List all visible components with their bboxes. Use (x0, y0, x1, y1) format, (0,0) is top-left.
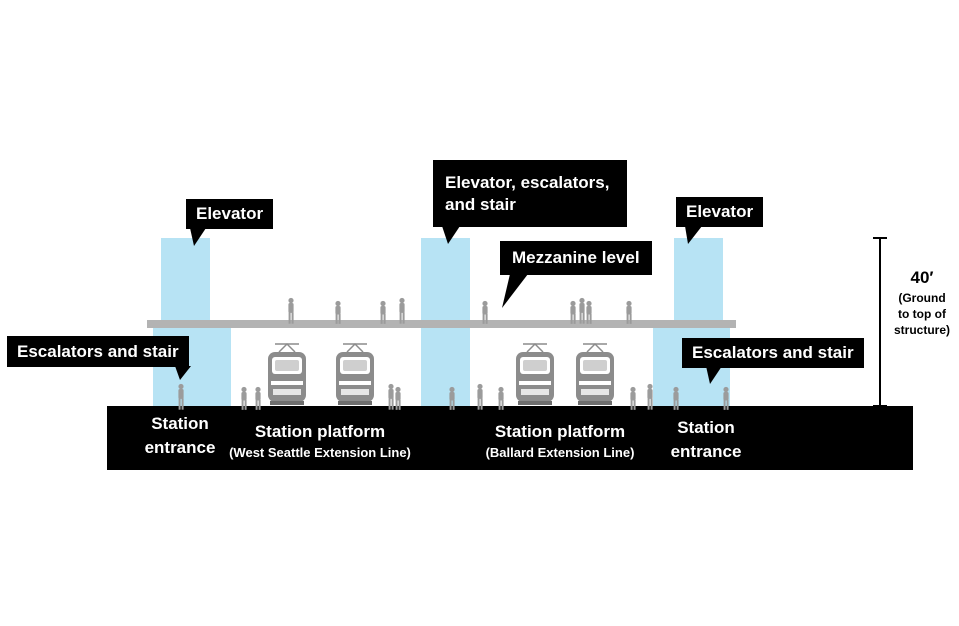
ground-base (107, 406, 913, 470)
person-figure-icon (723, 386, 729, 410)
entrance-right-line2: entrance (670, 442, 742, 461)
people-group (178, 297, 729, 410)
callout-elevator-center-line2: and stair (445, 194, 516, 214)
callout-escalators-right: Escalators and stair (682, 338, 864, 368)
pointer-elevator-left (190, 228, 206, 246)
label-platform-west-seattle: Station platform (West Seattle Extension… (216, 420, 424, 462)
person-figure-icon (626, 300, 632, 324)
label-platform-ballard: Station platform (Ballard Extension Line… (470, 420, 650, 462)
callout-mezzanine-label: Mezzanine level (512, 248, 640, 267)
person-figure-icon (380, 300, 386, 324)
height-value: 40′ (910, 268, 934, 287)
height-desc-line2: to top of (898, 307, 946, 321)
height-marker-label: 40′ (Ground to top of structure) (886, 266, 958, 338)
callout-pointers (175, 226, 722, 384)
person-figure-icon (586, 300, 592, 324)
person-figure-icon (241, 386, 247, 410)
callout-escalators-left-label: Escalators and stair (17, 341, 179, 361)
callout-elevator-center-line1: Elevator, escalators, (445, 172, 610, 192)
person-figure-icon (482, 300, 488, 324)
person-figure-icon (673, 386, 679, 410)
callout-elevator-right-label: Elevator (686, 202, 754, 221)
person-figure-icon (388, 383, 394, 410)
callout-elevator-center: Elevator, escalators, and stair (433, 160, 627, 227)
person-figure-icon (178, 383, 184, 410)
platform-west-title: Station platform (254, 422, 386, 441)
pointer-elevator-center (442, 226, 460, 244)
person-figure-icon (335, 300, 341, 324)
height-desc-line1: (Ground (898, 291, 946, 305)
platform-west-line: (West Seattle Extension Line) (229, 445, 411, 460)
callout-escalators-left: Escalators and stair (7, 336, 189, 367)
platform-ballard-line: (Ballard Extension Line) (485, 445, 635, 460)
trains-group (268, 342, 614, 405)
callout-elevator-left: Elevator (186, 199, 274, 229)
platform-ballard-title: Station platform (494, 422, 626, 441)
elevator-shaft-right (674, 238, 723, 322)
person-figure-icon (255, 386, 261, 410)
light-rail-train-icon (516, 342, 554, 405)
person-figure-icon (498, 386, 504, 410)
light-rail-train-icon (576, 342, 614, 405)
person-figure-icon (288, 297, 294, 324)
label-station-entrance-right: Station entrance (656, 416, 756, 464)
entrance-left-line2: entrance (144, 438, 216, 457)
height-desc-line3: structure) (893, 323, 950, 337)
mezzanine-slab (147, 320, 736, 328)
light-rail-train-icon (336, 342, 374, 405)
person-figure-icon (399, 297, 405, 324)
callout-mezzanine-level: Mezzanine level (500, 241, 652, 275)
callout-escalators-right-label: Escalators and stair (692, 343, 854, 362)
entrance-right-line1: Station (677, 418, 735, 437)
pointer-mezzanine (502, 274, 528, 308)
pointer-escalators-left (175, 366, 191, 380)
pointer-elevator-right (685, 226, 702, 244)
label-station-entrance-left: Station entrance (130, 412, 230, 460)
person-figure-icon (395, 386, 401, 410)
entrance-left-line1: Station (151, 414, 209, 433)
light-rail-train-icon (268, 342, 306, 405)
height-dimension-line (873, 237, 887, 407)
person-figure-icon (570, 300, 576, 324)
person-figure-icon (449, 386, 455, 410)
callout-elevator-left-label: Elevator (196, 204, 264, 223)
person-figure-icon (579, 297, 585, 324)
person-figure-icon (630, 386, 636, 410)
callout-elevator-right: Elevator (676, 197, 764, 227)
elevator-shaft-left (161, 238, 210, 322)
person-figure-icon (647, 383, 653, 410)
pointer-escalators-right (706, 366, 722, 384)
person-figure-icon (477, 383, 483, 410)
